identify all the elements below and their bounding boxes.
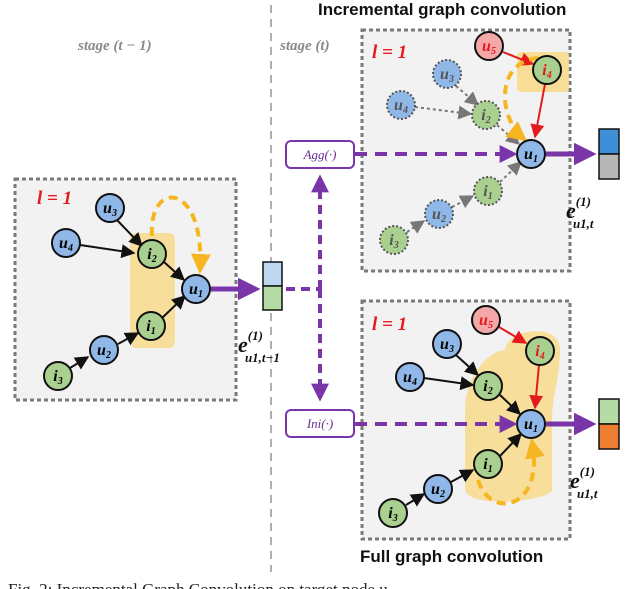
svg-text:i1: i1 <box>483 456 492 475</box>
node-inc-u3: u3 <box>432 59 462 89</box>
edge-inc-u2-i1 <box>451 195 475 209</box>
node-inc-i1: i1 <box>473 176 503 206</box>
node-i2: i2 <box>137 239 167 269</box>
bottom-embedding-vector <box>598 398 620 450</box>
node-u1: u1 <box>181 274 211 304</box>
svg-text:u2: u2 <box>97 342 111 361</box>
stage-prev-label: stage (t − 1) <box>77 38 152 54</box>
svg-text:Agg(·): Agg(·) <box>303 147 337 162</box>
node-inc-u2: u2 <box>424 199 454 229</box>
edge-full-i1-u1 <box>499 432 522 457</box>
svg-text:i3: i3 <box>389 232 398 251</box>
svg-text:i1: i1 <box>483 183 492 202</box>
svg-text:u1: u1 <box>524 146 538 165</box>
node-full-u2: u2 <box>423 474 453 504</box>
node-inc-i3: i3 <box>379 225 409 255</box>
svg-text:u2: u2 <box>432 206 446 225</box>
svg-text:u3: u3 <box>440 336 454 355</box>
full-self-loop <box>476 438 545 506</box>
agg-function-box: Agg(·) <box>285 140 355 169</box>
edge-full-u3-i2 <box>455 354 480 376</box>
figure-caption: Fig. 2: Incremental Graph Convolution on… <box>8 580 388 589</box>
edge-inc-i4-u1 <box>530 83 546 139</box>
top-embedding-vector <box>598 128 620 180</box>
svg-text:u5: u5 <box>482 38 496 57</box>
svg-text:u4: u4 <box>59 235 73 254</box>
left-panel: l = 1 u3 u4 i2 u1 i1 u2 i3 <box>13 177 238 402</box>
svg-text:u5: u5 <box>479 312 493 331</box>
full-panel: l = 1 u5 i4 u3 u4 i2 u1 i1 u2 i3 <box>360 299 572 541</box>
node-u3: u3 <box>95 193 125 223</box>
full-title: Full graph convolution <box>360 547 543 566</box>
node-full-i4: i4 <box>525 336 555 366</box>
node-inc-u5: u5 <box>474 31 504 61</box>
top-embedding-label: e(1)u1,t <box>566 194 594 231</box>
bottom-embedding-label: e(1)u1,t <box>570 464 598 501</box>
prev-embedding-vector <box>262 261 283 311</box>
node-full-u1: u1 <box>516 409 546 439</box>
edge-full-u5-i4 <box>498 326 528 344</box>
node-u2: u2 <box>89 335 119 365</box>
svg-text:u3: u3 <box>440 66 454 85</box>
edge-full-u4-i2 <box>423 376 475 391</box>
edge-full-i3-u2 <box>405 493 426 507</box>
svg-text:i1: i1 <box>146 318 155 337</box>
edge-inc-u5-i4 <box>502 51 535 66</box>
node-inc-u4: u4 <box>386 90 416 120</box>
incremental-self-loop <box>503 56 539 142</box>
left-self-loop <box>149 195 211 274</box>
node-full-u4: u4 <box>395 362 425 392</box>
edge-inc-u3-i2 <box>455 85 480 106</box>
svg-text:i3: i3 <box>53 368 62 387</box>
stage-curr-label: stage (t) <box>279 38 330 54</box>
edge-full-i2-u1 <box>499 394 522 415</box>
svg-text:i3: i3 <box>388 505 397 524</box>
node-full-u3: u3 <box>432 329 462 359</box>
prev-embedding-label: e(1)u1,t−1 <box>238 328 280 365</box>
edge-i3-u2 <box>69 356 90 370</box>
node-i3: i3 <box>43 361 73 391</box>
edge-i2-u1 <box>163 261 186 281</box>
svg-text:i2: i2 <box>481 107 490 126</box>
svg-text:i2: i2 <box>483 378 492 397</box>
edge-full-i4-u1 <box>529 364 544 410</box>
edge-inc-i1-u1 <box>499 161 523 183</box>
node-u4: u4 <box>51 228 81 258</box>
svg-text:i2: i2 <box>147 246 156 265</box>
svg-text:u1: u1 <box>189 281 203 300</box>
node-inc-i2: i2 <box>471 100 501 130</box>
svg-text:u1: u1 <box>524 416 538 435</box>
svg-text:u2: u2 <box>431 481 445 500</box>
node-inc-i4: i4 <box>532 55 562 85</box>
edge-u2-i1 <box>117 332 140 346</box>
edge-i1-u1 <box>161 295 187 319</box>
node-full-i1: i1 <box>473 449 503 479</box>
edge-full-u2-i1 <box>450 469 475 483</box>
node-i1: i1 <box>136 311 166 341</box>
node-full-u5: u5 <box>471 305 501 335</box>
svg-text:u4: u4 <box>394 97 408 116</box>
incremental-title: Incremental graph convolution <box>318 0 566 19</box>
incremental-layer-label: l = 1 <box>372 42 407 63</box>
node-inc-u1: u1 <box>516 139 546 169</box>
svg-text:Ini(·): Ini(·) <box>306 416 333 431</box>
edge-u4-i2 <box>79 244 136 259</box>
node-full-i3: i3 <box>378 498 408 528</box>
incremental-panel: l = 1 u5 i4 u3 u4 i2 u1 i1 u2 i3 <box>360 28 572 273</box>
svg-text:i4: i4 <box>535 343 544 362</box>
svg-text:i4: i4 <box>542 62 551 81</box>
svg-text:u3: u3 <box>103 200 117 219</box>
svg-text:u4: u4 <box>403 369 417 388</box>
full-layer-label: l = 1 <box>372 314 407 335</box>
left-layer-label: l = 1 <box>37 188 72 209</box>
edge-u3-i2 <box>115 218 143 248</box>
node-full-i2: i2 <box>473 371 503 401</box>
ini-function-box: Ini(·) <box>285 409 355 438</box>
